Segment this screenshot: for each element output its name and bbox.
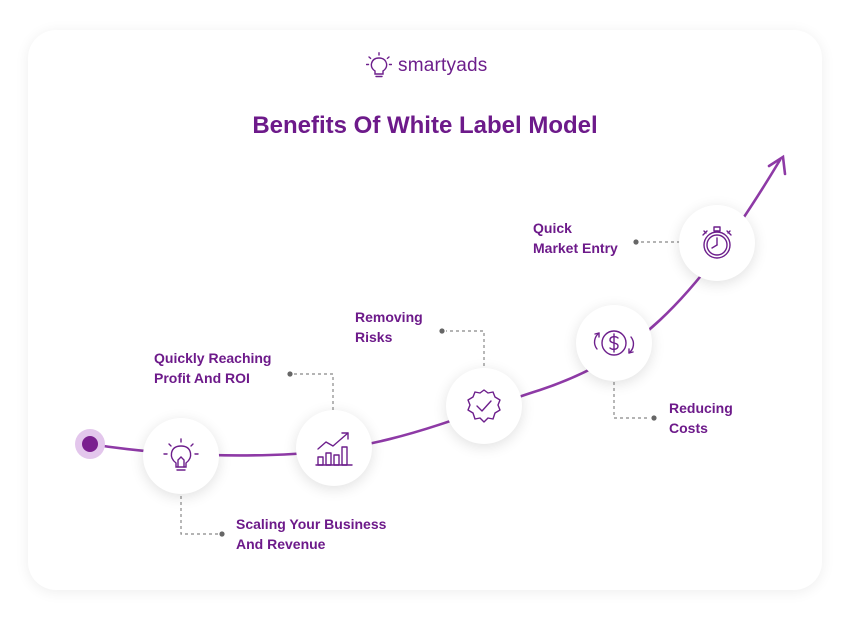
benefit-label-line: Scaling Your Business: [236, 516, 387, 532]
check-badge-icon: [467, 389, 501, 423]
page-title: Benefits Of White Label Model: [252, 112, 598, 139]
brand-name: smartyads: [398, 55, 488, 76]
start-dot: [82, 436, 98, 452]
benefit-label-profit: Quickly Reaching Profit And ROI: [154, 348, 271, 388]
arrowhead: [767, 154, 787, 176]
connector-4: [613, 382, 650, 419]
benefit-label-line: Reducing: [669, 400, 733, 416]
benefit-label-line: Profit And ROI: [154, 370, 250, 386]
benefit-label-scaling: Scaling Your Business And Revenue: [236, 514, 386, 554]
benefit-label-costs: Reducing Costs: [669, 398, 733, 438]
benefit-label-line: Quickly Reaching: [154, 350, 272, 366]
benefit-label-line: And Revenue: [236, 536, 326, 552]
benefit-label-line: Risks: [355, 329, 393, 345]
growth-chart-icon: [315, 432, 353, 466]
lightbulb-icon: [366, 52, 392, 78]
benefit-label-market-entry: Quick Market Entry: [533, 218, 618, 258]
connector-1: [180, 496, 218, 535]
benefit-label-line: Costs: [669, 420, 708, 436]
infographic-card: [28, 30, 822, 590]
brand-logo: smartyads: [366, 52, 487, 80]
connector-2: [294, 373, 334, 410]
benefit-node-risks: [446, 368, 522, 444]
lightbulb-icon: [163, 438, 199, 471]
benefit-label-risks: Removing Risks: [355, 307, 423, 347]
dollar-cycle-icon: [593, 330, 635, 356]
benefit-node-profit: [296, 410, 372, 486]
benefit-node-costs: [576, 305, 652, 381]
connector-3: [446, 330, 485, 366]
benefit-node-market-entry: [679, 205, 755, 281]
benefit-label-line: Market Entry: [533, 240, 618, 256]
benefit-node-scaling: [143, 418, 219, 494]
stopwatch-icon: [702, 226, 732, 259]
benefit-label-line: Quick: [533, 220, 572, 236]
benefit-label-line: Removing: [355, 309, 423, 325]
